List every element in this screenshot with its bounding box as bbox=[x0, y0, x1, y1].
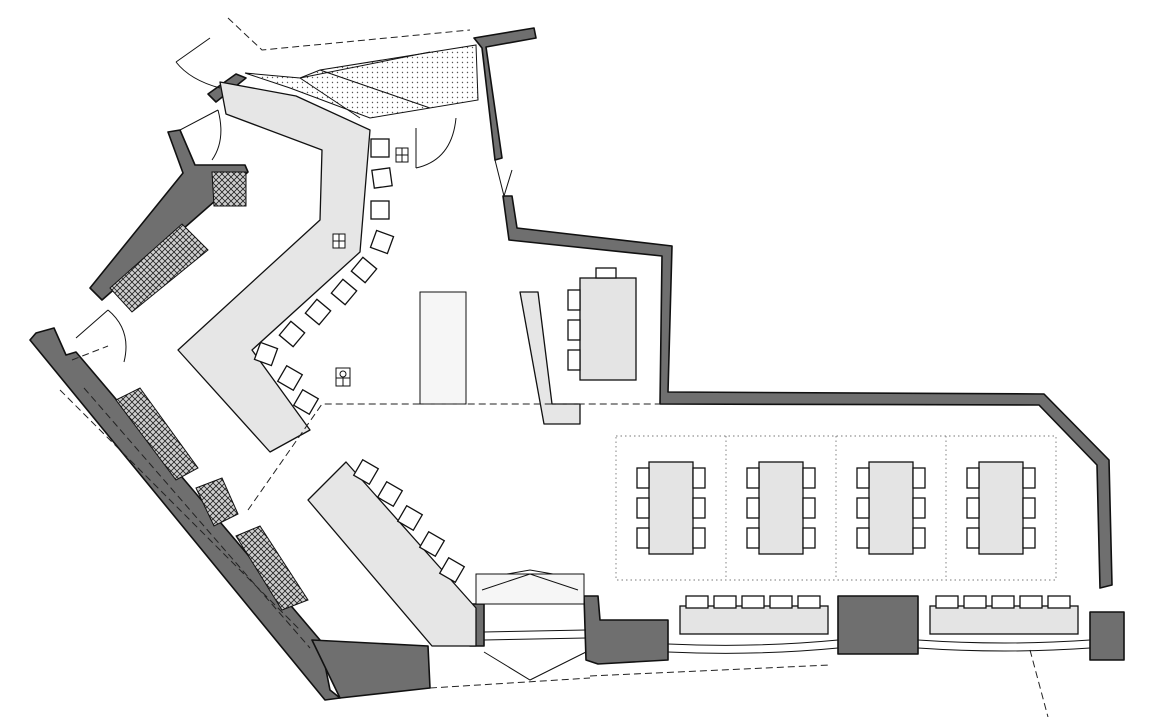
door-east bbox=[494, 159, 513, 198]
bench-west-2 bbox=[195, 477, 239, 527]
bar-stool bbox=[418, 530, 446, 558]
door-west-lower bbox=[75, 309, 127, 363]
central-island bbox=[419, 291, 467, 405]
bar-stool bbox=[292, 388, 320, 416]
chair bbox=[636, 497, 650, 519]
wall-west-upper bbox=[89, 129, 249, 301]
wall-south-west-corner bbox=[311, 639, 431, 699]
wall-east-upper bbox=[502, 195, 1113, 589]
bench-west-3 bbox=[235, 525, 309, 611]
chair bbox=[856, 467, 870, 489]
chair bbox=[1019, 595, 1043, 609]
chair bbox=[912, 467, 926, 489]
chair bbox=[1022, 527, 1036, 549]
bench-west-1 bbox=[115, 387, 199, 481]
door-entrance bbox=[415, 117, 457, 169]
door-north-west bbox=[175, 37, 221, 89]
bar-stool bbox=[278, 320, 306, 348]
chair bbox=[636, 527, 650, 549]
chair bbox=[746, 527, 760, 549]
chair bbox=[741, 595, 765, 609]
dining-zone bbox=[615, 435, 1057, 581]
bar-stool bbox=[352, 458, 380, 486]
dining-tables bbox=[636, 461, 1036, 555]
chair bbox=[746, 497, 760, 519]
door-south-vestibule bbox=[475, 573, 585, 605]
chair bbox=[802, 527, 816, 549]
dining-table bbox=[636, 461, 706, 555]
chair bbox=[1047, 595, 1071, 609]
chair bbox=[692, 467, 706, 489]
stool-icon bbox=[332, 233, 346, 249]
bar-counter-lower bbox=[307, 461, 477, 647]
east-table bbox=[567, 267, 637, 381]
bar-stools bbox=[253, 138, 466, 584]
chair bbox=[713, 595, 737, 609]
chair bbox=[636, 467, 650, 489]
chair bbox=[856, 497, 870, 519]
chair bbox=[912, 497, 926, 519]
dining-table bbox=[966, 461, 1036, 555]
chair bbox=[1022, 497, 1036, 519]
bar-counter bbox=[177, 81, 581, 647]
high-stools bbox=[332, 147, 409, 387]
stool-icon bbox=[395, 147, 409, 163]
chair bbox=[963, 595, 987, 609]
entrance-canopy bbox=[244, 44, 479, 119]
chair bbox=[966, 467, 980, 489]
chair bbox=[797, 595, 821, 609]
chair bbox=[692, 527, 706, 549]
wall-south-pier-3 bbox=[837, 595, 919, 655]
banquette-table bbox=[929, 595, 1079, 635]
chair bbox=[991, 595, 1015, 609]
bar-stool bbox=[276, 364, 304, 392]
chair bbox=[692, 497, 706, 519]
bar-stool bbox=[376, 480, 404, 508]
bar-stool bbox=[370, 138, 390, 158]
bench-north-west-2 bbox=[211, 171, 247, 207]
bar-stool bbox=[350, 256, 378, 284]
dining-table bbox=[746, 461, 816, 555]
bar-stool bbox=[438, 556, 466, 584]
site-lines bbox=[227, 17, 1049, 717]
wall-north-east bbox=[473, 27, 537, 161]
bar-stool bbox=[304, 298, 332, 326]
chair bbox=[935, 595, 959, 609]
south-window bbox=[483, 629, 1091, 654]
bar-stool bbox=[370, 200, 390, 220]
bar-stool bbox=[253, 341, 279, 367]
benches bbox=[59, 171, 311, 649]
bench-north-west bbox=[109, 223, 209, 313]
stool-icon bbox=[335, 367, 351, 387]
chair bbox=[746, 467, 760, 489]
bar-stool bbox=[371, 167, 393, 189]
banquette-tables bbox=[679, 595, 1079, 635]
wall-south-east-corner bbox=[1089, 611, 1125, 661]
banquette-table bbox=[679, 595, 829, 635]
chair bbox=[685, 595, 709, 609]
chair bbox=[966, 497, 980, 519]
bar-stool bbox=[369, 229, 395, 255]
wall-south-pier-2 bbox=[583, 595, 669, 665]
bar-stool bbox=[330, 278, 358, 306]
bar-counter-upper bbox=[177, 81, 371, 453]
dining-table bbox=[856, 461, 926, 555]
chair bbox=[802, 467, 816, 489]
chair bbox=[856, 527, 870, 549]
chair bbox=[769, 595, 793, 609]
bar-stool bbox=[396, 504, 424, 532]
door-west-upper bbox=[179, 109, 222, 161]
doors bbox=[75, 37, 587, 681]
chair bbox=[966, 527, 980, 549]
walls bbox=[29, 27, 1125, 701]
chair bbox=[912, 527, 926, 549]
chair bbox=[1022, 467, 1036, 489]
chair bbox=[802, 497, 816, 519]
